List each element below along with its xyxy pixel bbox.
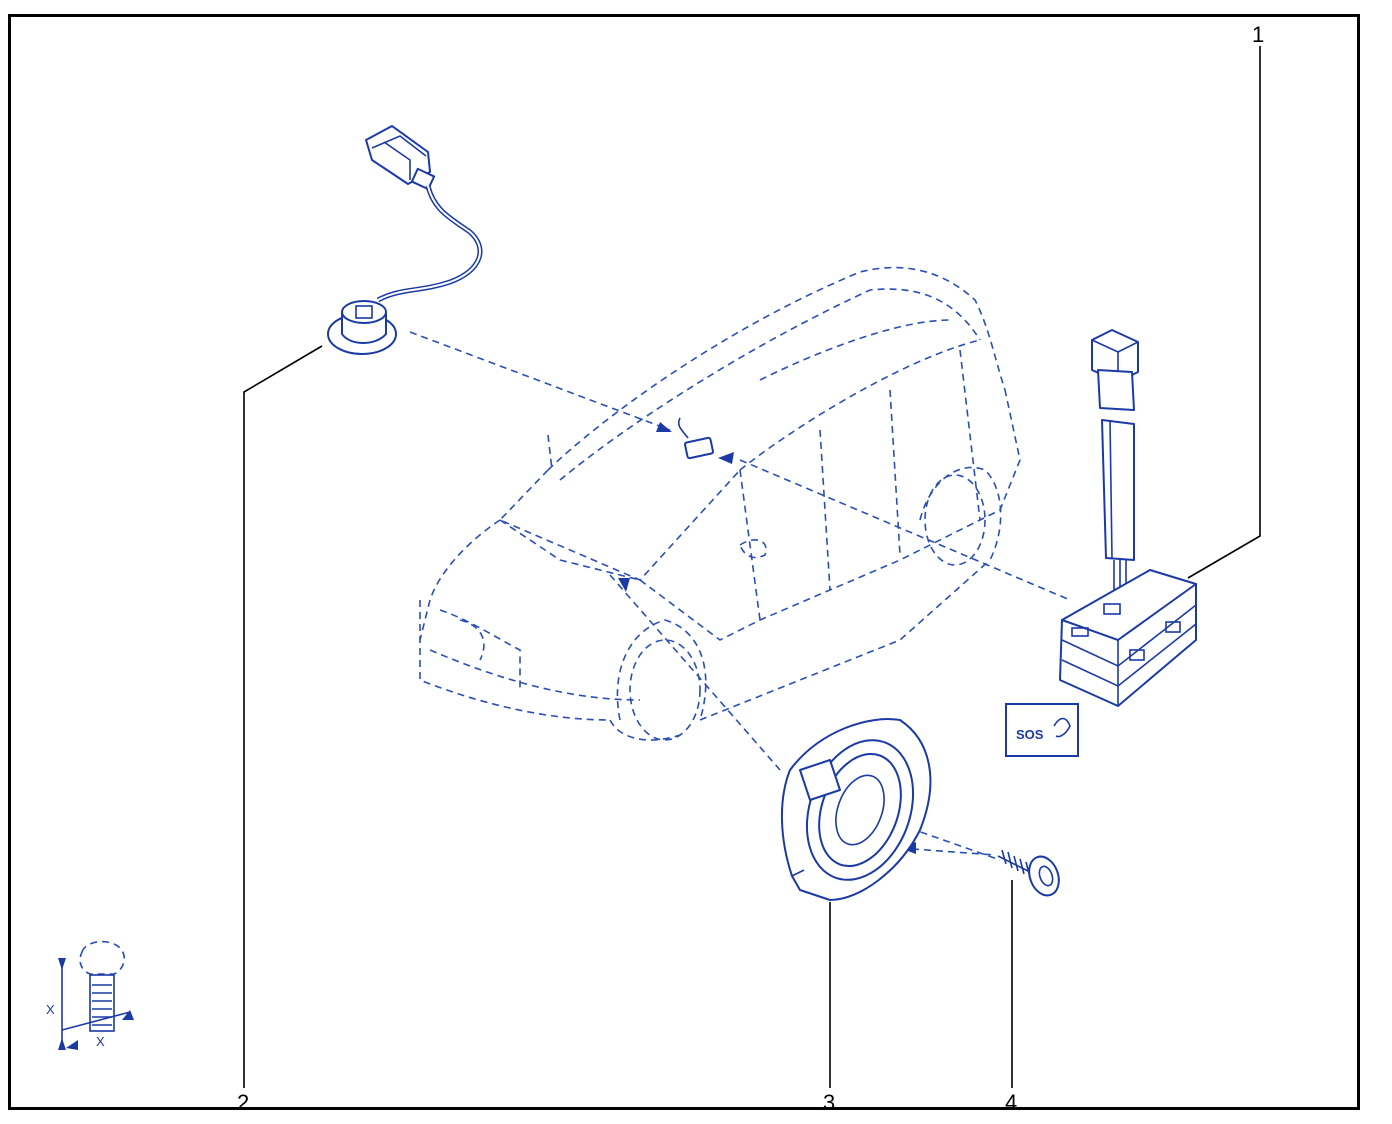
diagram-frame <box>8 14 1360 1110</box>
sos-label: SOS <box>1016 727 1044 742</box>
bolt-dimension-icon: X X <box>46 940 134 1050</box>
dimension-x-vertical: X <box>46 1002 55 1017</box>
assembly-lines <box>409 331 1071 861</box>
microphone-icon <box>327 125 483 355</box>
sos-button-icon: SOS <box>1005 703 1079 757</box>
callout-4: 4 <box>1005 1090 1017 1115</box>
leader-lines <box>243 46 1261 1088</box>
callout-1: 1 <box>1252 22 1264 47</box>
callout-2: 2 <box>237 1090 249 1115</box>
callout-3: 3 <box>823 1090 835 1115</box>
speaker-icon <box>780 718 932 901</box>
control-module-icon <box>1059 329 1197 707</box>
screw-icon <box>997 849 1060 897</box>
car-outline-icon <box>419 266 1021 741</box>
mounting-point-icon <box>677 417 715 460</box>
dimension-x-horizontal: X <box>96 1034 105 1049</box>
